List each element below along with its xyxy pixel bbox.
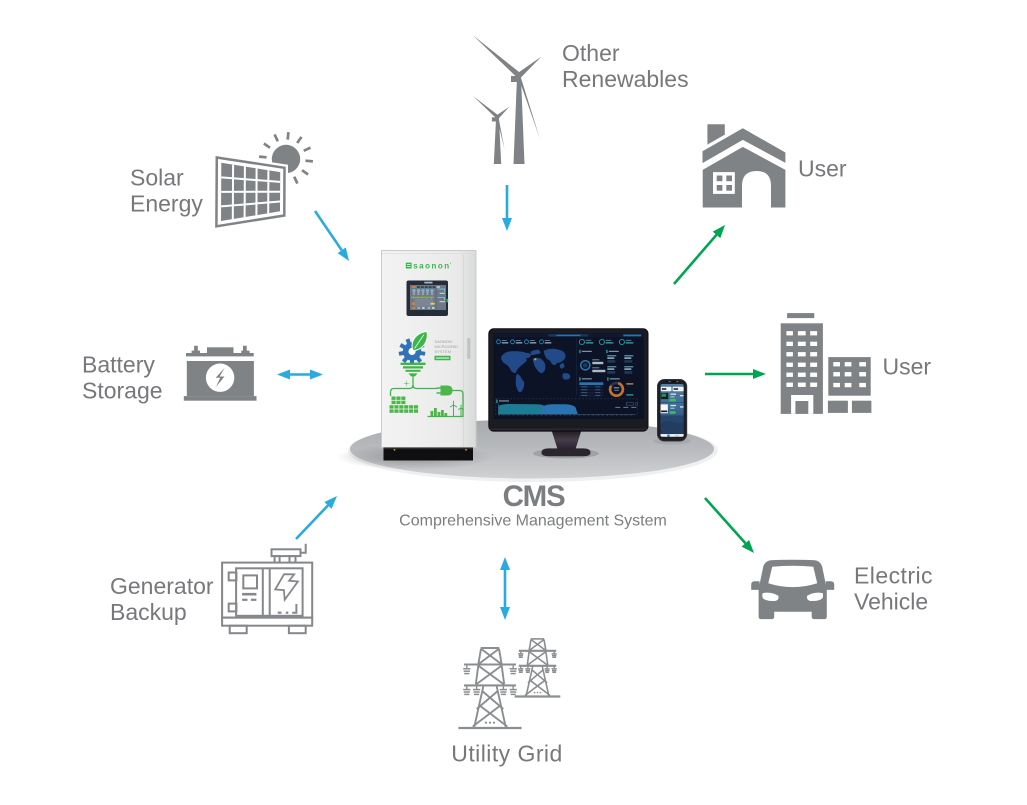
svg-text:Vehicle: Vehicle	[854, 589, 928, 615]
svg-text:User: User	[798, 156, 847, 182]
svg-text:User: User	[883, 354, 932, 380]
svg-text:Solar: Solar	[130, 165, 184, 191]
svg-text:Other: Other	[562, 40, 620, 66]
svg-text:Storage: Storage	[82, 378, 163, 404]
svg-text:CMS: CMS	[503, 480, 565, 513]
svg-text:SAONON: SAONON	[435, 339, 453, 344]
svg-text:Electric: Electric	[854, 563, 933, 589]
svg-text:Generator: Generator	[110, 573, 214, 599]
svg-text:Energy: Energy	[130, 191, 203, 217]
svg-text:saonon: saonon	[413, 262, 450, 271]
svg-text:MICROGRID: MICROGRID	[435, 344, 459, 349]
svg-text:SYSTEM: SYSTEM	[435, 349, 452, 354]
svg-text:Renewables: Renewables	[562, 66, 689, 92]
svg-text:Backup: Backup	[110, 599, 187, 625]
svg-text:Battery: Battery	[82, 352, 155, 378]
svg-text:Utility Grid: Utility Grid	[451, 741, 562, 767]
svg-text:Comprehensive Management Syste: Comprehensive Management System	[399, 513, 667, 530]
